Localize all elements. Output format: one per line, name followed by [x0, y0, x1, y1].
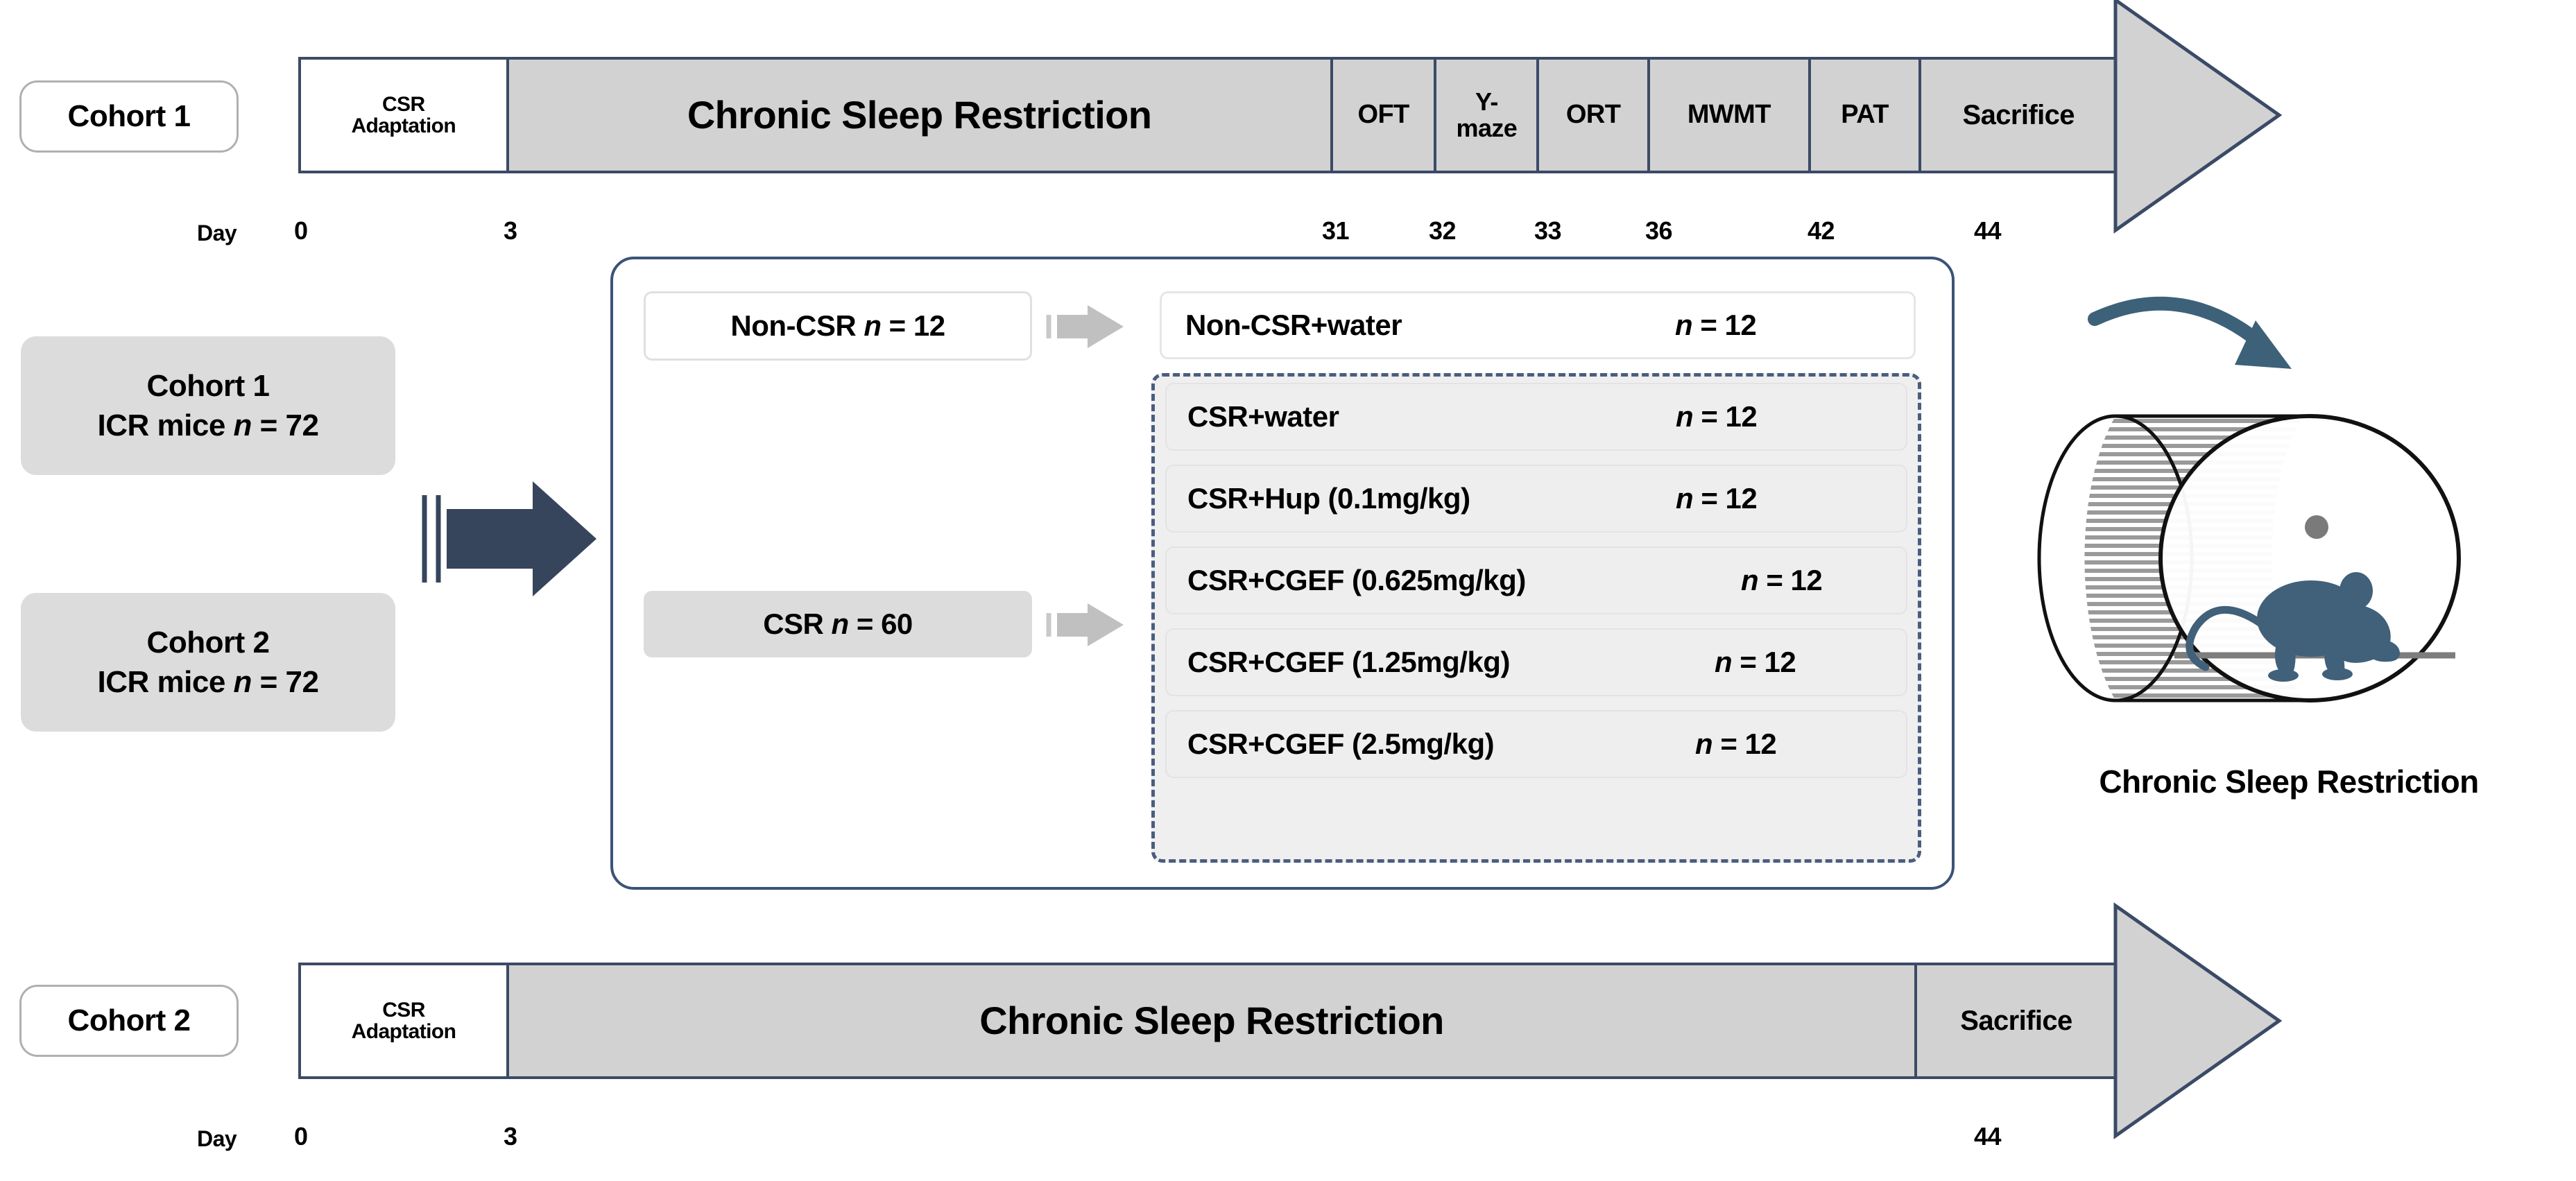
cohort-1-source-detail: ICR mice n = 72 [97, 408, 319, 442]
group-row-non-csr-water: Non-CSR+water n = 12 [1160, 291, 1916, 359]
group-label: CSR+Hup (0.1mg/kg) [1187, 482, 1470, 515]
group-n: n = 12 [1715, 646, 1796, 678]
allocation-csr-box: CSR n = 60 [644, 591, 1032, 657]
segment-label: ORT [1565, 100, 1621, 130]
cohort2-day-44: 44 [1974, 1122, 2002, 1150]
cohort1-day-36: 36 [1645, 216, 1673, 245]
cohort1-day-33: 33 [1534, 216, 1562, 245]
cohort1-segment-sacrifice: Sacrifice [1921, 60, 2115, 171]
group-row-csr-cgef-25: CSR+CGEF (2.5mg/kg) n = 12 [1165, 710, 1907, 778]
wheel-rotation-arrow [2088, 296, 2292, 369]
segment-label: OFT [1357, 100, 1409, 130]
cohort1-day-42: 42 [1808, 216, 1835, 245]
cohort1-day-44: 44 [1974, 216, 2002, 245]
segment-label: PAT [1841, 100, 1889, 130]
group-label: CSR+CGEF (0.625mg/kg) [1187, 564, 1526, 596]
allocation-non-csr-label: Non-CSR n = 12 [730, 309, 945, 342]
cohort2-day-3: 3 [504, 1122, 517, 1150]
running-wheel-illustration [2011, 277, 2559, 763]
group-label: CSR+CGEF (1.25mg/kg) [1187, 646, 1510, 678]
cohort-2-source-box: Cohort 2 ICR mice n = 72 [21, 593, 395, 732]
group-label: CSR+CGEF (2.5mg/kg) [1187, 727, 1495, 760]
cohort2-timeline-tag-label: Cohort 2 [67, 1003, 191, 1037]
allocation-csr-label: CSR n = 60 [763, 607, 913, 640]
cohort2-timeline-tag: Cohort 2 [19, 985, 239, 1057]
group-n: n = 12 [1675, 309, 1757, 341]
cohort1-segment-pat: PAT [1811, 60, 1922, 171]
cohort1-segment-mwmt: MWMT [1650, 60, 1811, 171]
mouse-silhouette [2186, 572, 2400, 682]
cohort-2-source-detail: ICR mice n = 72 [97, 665, 319, 699]
segment-label: Sacrifice [1960, 1006, 2072, 1036]
non-csr-to-group-arrow [1046, 304, 1129, 350]
cohort1-segment-y-maze: Y-maze [1436, 60, 1540, 171]
csr-treatment-groups-dashed-box [1151, 373, 1921, 863]
cohort1-segment-ort: ORT [1539, 60, 1651, 171]
cohort-1-source-box: Cohort 1 ICR mice n = 72 [21, 336, 395, 475]
group-n: n = 12 [1695, 727, 1777, 760]
group-label: CSR+water [1187, 400, 1339, 433]
cohort2-day-0: 0 [294, 1122, 308, 1150]
group-n: n = 12 [1676, 482, 1758, 515]
segment-label: Y-maze [1456, 87, 1518, 142]
cohort1-timeline-tag-label: Cohort 1 [67, 99, 191, 133]
cohort1-day-word: Day [197, 221, 237, 245]
group-n: n = 12 [1741, 564, 1823, 596]
wheel-caption: Chronic Sleep Restriction [2099, 764, 2479, 800]
cohort1-timeline-tag: Cohort 1 [19, 80, 239, 153]
segment-label: Chronic Sleep Restriction [687, 92, 1152, 137]
segment-label: Sacrifice [1962, 100, 2075, 130]
group-label: Non-CSR+water [1185, 309, 1402, 341]
cohort2-day-word: Day [197, 1126, 237, 1151]
segment-label: MWMT [1687, 100, 1771, 130]
group-n: n = 12 [1676, 400, 1758, 433]
cohort1-day-0: 0 [294, 216, 308, 245]
cohort1-day-31: 31 [1322, 216, 1350, 245]
group-row-csr-cgef-125: CSR+CGEF (1.25mg/kg) n = 12 [1165, 628, 1907, 696]
cohort2-segment-sacrifice: Sacrifice [1917, 965, 2115, 1076]
cohort-1-source-title: Cohort 1 [146, 368, 270, 403]
cohort-2-source-title: Cohort 2 [146, 625, 270, 660]
allocation-non-csr-box: Non-CSR n = 12 [644, 291, 1032, 361]
cohort1-segment-oft: OFT [1333, 60, 1437, 171]
cohorts-to-allocation-arrow [422, 466, 630, 612]
group-row-csr-cgef-0625: CSR+CGEF (0.625mg/kg) n = 12 [1165, 546, 1907, 614]
cohort1-day-32: 32 [1429, 216, 1457, 245]
group-row-csr-hup: CSR+Hup (0.1mg/kg) n = 12 [1165, 465, 1907, 533]
segment-label: Chronic Sleep Restriction [979, 998, 1444, 1042]
cohort2-segment-chronic-sleep-restriction: Chronic Sleep Restriction [509, 965, 1917, 1076]
wheel-axle-dot [2305, 515, 2328, 539]
csr-to-groups-arrow [1046, 602, 1129, 648]
cohort1-segment-chronic-sleep-restriction: Chronic Sleep Restriction [509, 60, 1333, 171]
group-row-csr-water: CSR+water n = 12 [1165, 383, 1907, 451]
cohort1-day-3: 3 [504, 216, 517, 245]
